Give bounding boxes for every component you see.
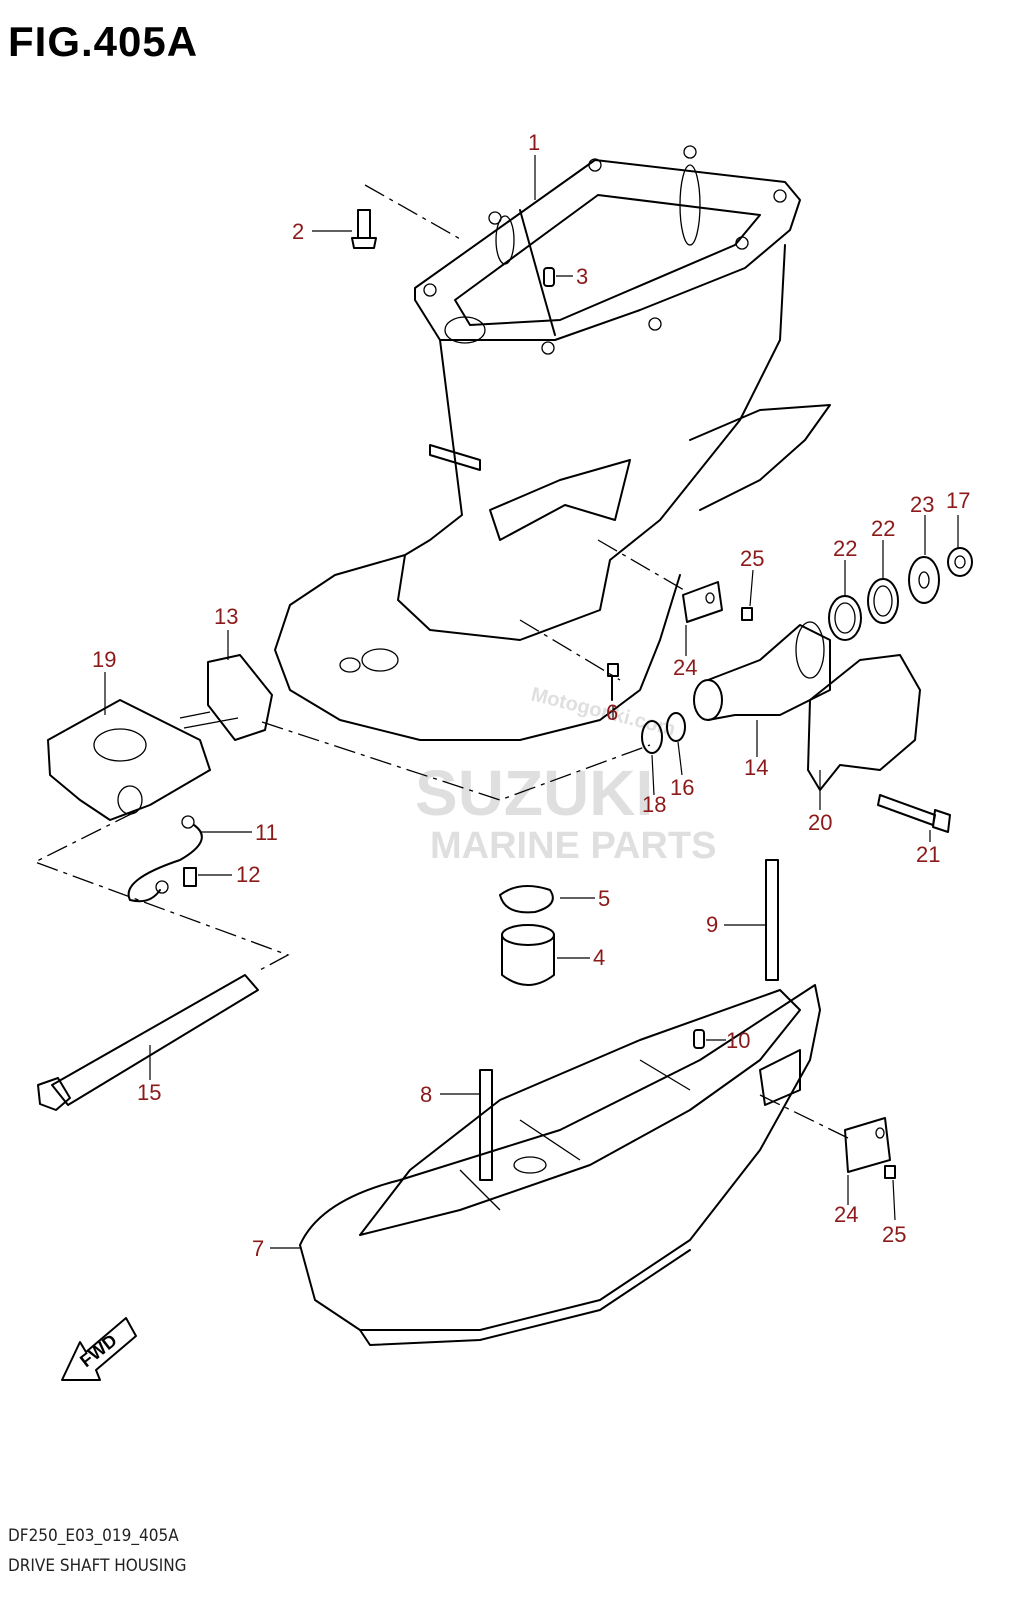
bolt-part-2 (351, 209, 377, 249)
mount-rubber-part-14 (693, 621, 831, 721)
screw-part-25a (741, 607, 753, 621)
callout-17: 17 (946, 488, 970, 513)
block-part-24a (682, 581, 723, 623)
bolt-part-21 (877, 794, 951, 833)
nut-part-17 (947, 547, 973, 577)
fwd-label: FWD (76, 1330, 121, 1371)
block-part-24b (844, 1117, 891, 1173)
callout-7: 7 (252, 1236, 264, 1261)
callout-3: 3 (576, 264, 588, 289)
ring-part-22a (828, 595, 862, 641)
callout-8: 8 (420, 1082, 432, 1107)
callout-4: 4 (593, 945, 605, 970)
watermark-brand: SUZUKI (415, 757, 653, 829)
stud-part-9 (765, 859, 779, 981)
washer-part-23 (908, 556, 940, 604)
drive-shaft-housing-part (274, 145, 831, 741)
callout-6: 6 (606, 700, 618, 725)
callout-1: 1 (528, 130, 540, 155)
screw-part-25b (884, 1165, 896, 1179)
long-bolt-part-15 (37, 974, 259, 1111)
grommet-part-13 (179, 654, 273, 741)
callout-19: 19 (92, 647, 116, 672)
diagram-name: DRIVE SHAFT HOUSING (8, 1556, 187, 1576)
lower-housing-part-7 (299, 984, 821, 1346)
leader-lines (104, 155, 959, 1249)
assembly-dash-lines (33, 184, 849, 1139)
figure-title: FIG.405A (8, 18, 199, 65)
callout-22b: 22 (871, 516, 895, 541)
model-code: DF250_E03_019_405A (8, 1526, 179, 1546)
callout-24b: 24 (834, 1202, 858, 1227)
screw-part-12 (183, 867, 197, 887)
callout-15: 15 (137, 1080, 161, 1105)
callout-23: 23 (910, 492, 934, 517)
callout-2: 2 (292, 219, 304, 244)
callout-11: 11 (255, 820, 278, 845)
callout-25b: 25 (882, 1222, 906, 1247)
dowel-pin-part-3 (543, 267, 555, 287)
callout-12: 12 (236, 862, 260, 887)
callout-9: 9 (706, 912, 718, 937)
washer-part-18 (641, 720, 663, 754)
callouts: 1 2 3 4 5 6 7 8 9 10 11 12 13 14 15 16 1… (92, 130, 970, 1261)
callout-18: 18 (642, 792, 666, 817)
bushing-part-4 (501, 924, 555, 986)
callout-5: 5 (598, 886, 610, 911)
stud-part-8 (479, 1069, 493, 1181)
screw-part-6 (607, 663, 619, 701)
bracket-part-19 (47, 699, 211, 821)
callout-14: 14 (744, 755, 768, 780)
callout-20: 20 (808, 810, 832, 835)
washer-part-16 (666, 712, 686, 742)
callout-24a: 24 (673, 655, 697, 680)
ground-wire-part-11 (127, 815, 203, 903)
cover-part-20 (807, 654, 921, 791)
callout-25a: 25 (740, 546, 764, 571)
callout-13: 13 (214, 604, 238, 629)
fwd-arrow-icon: FWD (61, 1317, 137, 1381)
watermark-sub: MARINE PARTS (430, 825, 716, 867)
callout-21: 21 (916, 842, 940, 867)
callout-16: 16 (670, 775, 694, 800)
callout-22a: 22 (833, 536, 857, 561)
callout-10: 10 (726, 1028, 750, 1053)
clip-part-5 (499, 885, 554, 914)
ring-part-22b (867, 578, 899, 624)
pin-part-10 (693, 1029, 705, 1049)
